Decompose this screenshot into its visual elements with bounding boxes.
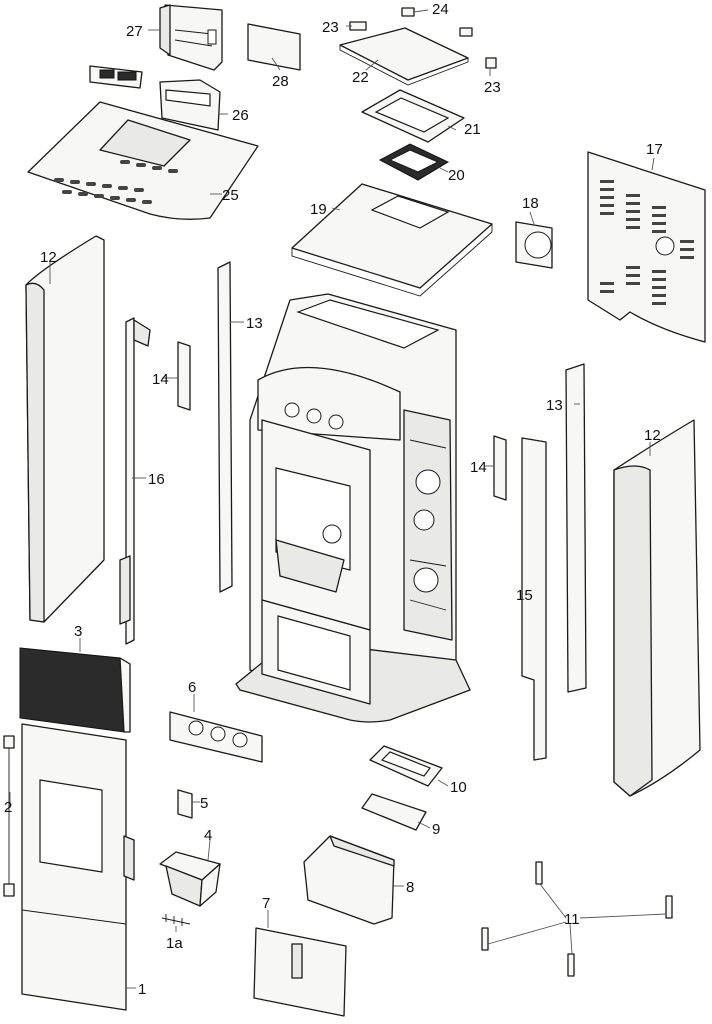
callout-19: 19: [310, 201, 327, 218]
callout-13-left: 13: [246, 315, 263, 332]
part-20-gasket: [378, 143, 450, 181]
callout-15: 15: [516, 587, 533, 604]
callout-24: 24: [432, 1, 449, 18]
callout-10: 10: [450, 779, 467, 796]
callout-23-left: 23: [322, 19, 339, 36]
part-26-display-housing: [159, 79, 221, 131]
part-11-feet: [481, 861, 673, 977]
callout-6: 6: [188, 679, 196, 696]
part-10-frame: [369, 745, 443, 787]
callout-4: 4: [204, 827, 212, 844]
callout-1: 1: [138, 981, 146, 998]
part-8-ash-pan: [303, 835, 395, 925]
part-19-top-plate: [291, 183, 493, 297]
callout-23-right: 23: [484, 79, 501, 96]
part-13-right-rail: [565, 363, 587, 693]
callout-16: 16: [148, 471, 165, 488]
part-25-top-cover: [27, 101, 259, 220]
callout-13-right: 13: [546, 397, 563, 414]
callout-14-left: 14: [152, 371, 169, 388]
callout-5: 5: [200, 795, 208, 812]
back-panel-vent-slots: [600, 180, 694, 305]
callout-27: 27: [126, 23, 143, 40]
callout-20: 20: [448, 167, 465, 184]
part-18-flange: [515, 221, 553, 269]
callout-1a: 1a: [166, 935, 183, 952]
part-14-left-bracket: [177, 341, 191, 411]
callout-3: 3: [74, 623, 82, 640]
part-23-clip-left: [349, 21, 367, 31]
callout-7: 7: [262, 895, 270, 912]
part-23-clip-right: [485, 57, 497, 69]
callout-12-right: 12: [644, 427, 661, 444]
part-6-bracket-with-holes: [169, 711, 263, 763]
callout-14-right: 14: [470, 459, 487, 476]
part-12-left-side-panel: [25, 235, 105, 623]
part-28-plate: [247, 23, 301, 71]
callout-22: 22: [352, 69, 369, 86]
part-21-frame: [361, 89, 465, 143]
part-22-lid: [339, 27, 469, 86]
callout-12-left: 12: [40, 249, 57, 266]
callout-28: 28: [272, 73, 289, 90]
callout-9: 9: [432, 821, 440, 838]
part-27-top-bracket: [159, 4, 223, 71]
part-13-left-rail: [217, 261, 233, 593]
cover-vent-slots: [54, 160, 178, 204]
part-4-burn-pot: [159, 851, 221, 907]
part-9-plate: [361, 793, 427, 831]
callout-25: 25: [222, 187, 239, 204]
part-12-right-side-panel: [613, 419, 701, 797]
part-1-front-door: [21, 723, 135, 1011]
callout-2: 2: [4, 799, 12, 816]
leader-lines: [9, 9, 667, 989]
callout-26: 26: [232, 107, 249, 124]
part-17-back-panel: [587, 151, 706, 343]
callout-18: 18: [522, 195, 539, 212]
callout-21: 21: [464, 121, 481, 138]
callout-17: 17: [646, 141, 663, 158]
part-15-right-rail: [521, 437, 547, 761]
control-panel-display: [89, 65, 143, 89]
part-1a-small-part: [161, 914, 191, 926]
callout-labels: 27 28 23 24 22 23 26 21 20 25 19 18 17 1…: [4, 1, 663, 998]
part-14-right-bracket: [493, 435, 507, 501]
callout-8: 8: [406, 879, 414, 896]
callout-11: 11: [564, 911, 580, 928]
part-24-hinge: [401, 7, 473, 37]
part-5-small-bracket: [177, 789, 193, 819]
part-2-hinge: [3, 735, 15, 897]
part-7-ash-door: [253, 927, 347, 1017]
stove-body: [235, 293, 471, 723]
part-3-grille: [19, 647, 131, 733]
part-16-left-rail: [119, 317, 151, 645]
